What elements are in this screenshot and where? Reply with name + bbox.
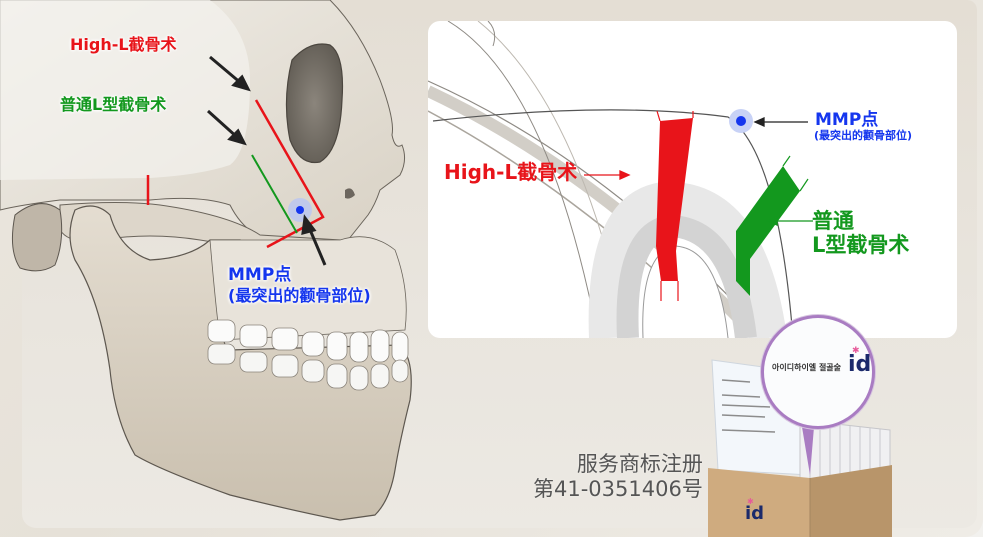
- mmp-title-left: MMP点: [228, 265, 292, 285]
- mmp-desc-left: (最突出的颧骨部位): [228, 286, 371, 305]
- zygomatic-arch-closeup: [428, 21, 813, 338]
- normal-l-label-inset-line1: 普通: [812, 209, 854, 233]
- high-l-label-inset: High-L截骨术: [444, 160, 578, 184]
- magnifier-lens: 아이디하이엘 절골술 ✱ id: [761, 315, 875, 429]
- normal-l-label-left: 普通L型截骨术: [60, 95, 167, 114]
- mmp-title-inset: MMP点: [815, 110, 879, 130]
- mmp-desc-inset: (最突出的颧骨部位): [814, 129, 913, 142]
- normal-l-cut-line: [251, 154, 298, 234]
- brand-star-icon: ✱: [852, 346, 860, 356]
- normal-l-label-inset-line2: L型截骨术: [812, 233, 910, 257]
- trademark-line2: 第41-0351406号: [533, 477, 703, 502]
- box-brand-mark: id: [745, 503, 765, 524]
- high-l-cut-line: [254, 99, 325, 249]
- box-brand-star-icon: ✱: [747, 497, 754, 506]
- inset-closeup-panel: High-L截骨术 MMP点 (最突出的颧骨部位) 普通 L型截骨术: [428, 21, 957, 338]
- mmp-point-inset: [736, 116, 746, 126]
- trademark-line1: 服务商标注册: [576, 452, 703, 476]
- trademark-registration-text: 服务商标注册 第41-0351406号: [533, 452, 703, 502]
- mmp-point: [296, 206, 304, 214]
- magnifier-korean-text: 아이디하이엘 절골술: [772, 363, 842, 372]
- brand-mark-magnified: id: [848, 352, 872, 377]
- high-l-label-left: High-L截骨术: [70, 35, 177, 54]
